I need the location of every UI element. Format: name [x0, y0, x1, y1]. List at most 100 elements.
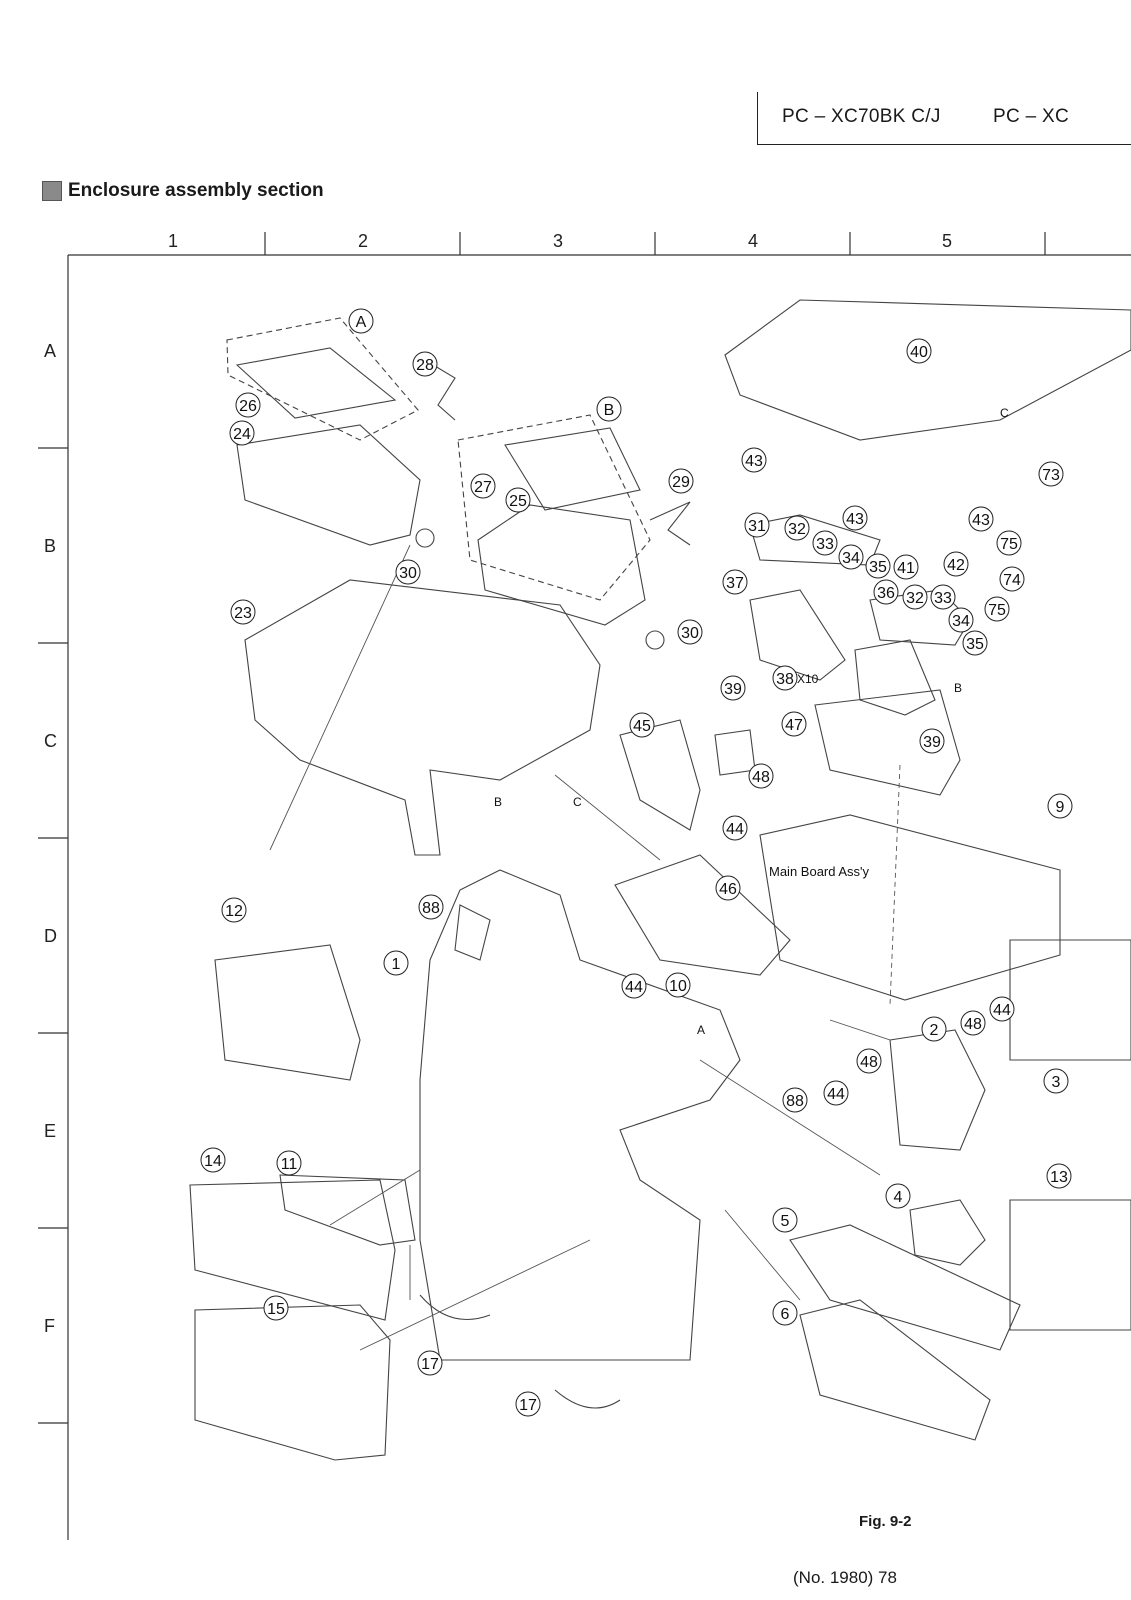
callout-32a: 32	[784, 515, 810, 541]
callout-33b: 33	[930, 584, 956, 610]
quantity-x10: X10	[797, 672, 819, 686]
bracket-47	[814, 689, 961, 796]
callout-1-text: 1	[392, 956, 401, 973]
clip-17b	[554, 1389, 621, 1409]
cassette-door-a	[236, 424, 421, 546]
callout-17b-text: 17	[519, 1397, 537, 1414]
callout-32b-text: 32	[906, 590, 924, 607]
grid-col-2: 2	[358, 231, 368, 251]
callout-6: 6	[772, 1300, 798, 1326]
front-panel-1	[419, 869, 741, 1361]
switch-holder-2	[889, 1029, 986, 1151]
callout-47: 47	[781, 711, 807, 737]
callout-14: 14	[200, 1147, 226, 1173]
callout-26-text: 26	[239, 398, 257, 415]
callout-29-text: 29	[672, 474, 690, 491]
grid-row-b: B	[44, 536, 56, 556]
callout-47-text: 47	[785, 717, 803, 734]
callout-31: 31	[744, 512, 770, 538]
callout-32b: 32	[902, 584, 928, 610]
grid-row-e: E	[44, 1121, 56, 1141]
callout-44c-text: 44	[993, 1002, 1011, 1019]
board-46	[614, 854, 791, 976]
page-number: (No. 1980) 78	[793, 1568, 897, 1587]
mechanism-40	[724, 299, 1131, 441]
callout-37-text: 37	[726, 575, 744, 592]
callout-43c-text: 43	[972, 512, 990, 529]
callout-35b: 35	[962, 630, 988, 656]
display-window-12	[214, 944, 361, 1081]
model-number: PC – XC70BK C/J	[782, 106, 941, 127]
callout-45-text: 45	[633, 718, 651, 735]
callout-11-text: 11	[281, 1156, 298, 1173]
ref-a: A	[697, 1023, 705, 1037]
callout-35a: 35	[865, 553, 891, 579]
callout-74: 74	[999, 566, 1025, 592]
callout-30a: 30	[395, 559, 421, 585]
callout-48a: 48	[748, 763, 774, 789]
front-panel-top-arm	[454, 904, 491, 961]
callout-42: 42	[943, 551, 969, 577]
callout-2-text: 2	[930, 1022, 939, 1039]
model-number-secondary: PC – XC	[993, 106, 1070, 127]
button-4	[909, 1199, 986, 1266]
callout-34a: 34	[838, 544, 864, 570]
callout-44a-text: 44	[726, 821, 744, 838]
grid-row-c: C	[44, 731, 57, 751]
callout-48b: 48	[960, 1010, 986, 1036]
callout-34a-text: 34	[842, 550, 860, 567]
callout-43c: 43	[968, 506, 994, 532]
board-3	[1009, 939, 1131, 1061]
grid-col-1: 1	[168, 231, 178, 251]
callout-28: 28	[412, 351, 438, 377]
callout-24-text: 24	[233, 426, 251, 443]
trim-15	[194, 1304, 391, 1461]
callout-40-text: 40	[910, 344, 928, 361]
callout-36-text: 36	[877, 585, 895, 602]
callout-17a-text: 17	[421, 1356, 439, 1373]
callout-73: 73	[1038, 461, 1064, 487]
callout-39a-text: 39	[724, 681, 742, 698]
spring-29	[649, 501, 691, 546]
callout-30b: 30	[677, 619, 703, 645]
leader-lines	[269, 544, 901, 1351]
callout-43b: 43	[842, 505, 868, 531]
callout-88a-text: 88	[422, 900, 440, 917]
callout-circles: A B 28 26 24 27 25 29 30 30 23 40 43 43 …	[200, 308, 1073, 1417]
grid-row-d: D	[44, 926, 57, 946]
callout-5: 5	[772, 1207, 798, 1233]
callout-26: 26	[235, 392, 261, 418]
callout-25: 25	[505, 487, 531, 513]
callout-30b-text: 30	[681, 625, 699, 642]
board-13	[1009, 1199, 1131, 1331]
callout-48c-text: 48	[860, 1054, 878, 1071]
grid-col-3: 3	[553, 231, 563, 251]
callout-9-text: 9	[1056, 799, 1065, 816]
callout-33a-text: 33	[816, 536, 834, 553]
callout-41-text: 41	[897, 560, 915, 577]
callout-38: 38	[772, 665, 798, 691]
callout-A: A	[348, 308, 374, 334]
callout-35b-text: 35	[966, 636, 984, 653]
callout-10: 10	[665, 972, 691, 998]
callout-12: 12	[221, 897, 247, 923]
ref-c-top: C	[1000, 406, 1009, 420]
bracket-6	[799, 1299, 991, 1441]
callout-46-text: 46	[719, 881, 737, 898]
callout-45: 45	[629, 712, 655, 738]
knob-30b	[645, 630, 665, 650]
part-small-45b	[714, 729, 756, 776]
callout-37: 37	[722, 569, 748, 595]
callout-43a: 43	[741, 447, 767, 473]
callout-6-text: 6	[781, 1306, 790, 1323]
callout-34b-text: 34	[952, 613, 970, 630]
section-title-text: Enclosure assembly section	[68, 180, 324, 201]
grid-row-f: F	[44, 1316, 55, 1336]
cassette-holder-23	[244, 579, 601, 856]
callout-48b-text: 48	[964, 1016, 982, 1033]
callout-13-text: 13	[1050, 1169, 1068, 1186]
callout-28-text: 28	[416, 357, 434, 374]
callout-2: 2	[921, 1016, 947, 1042]
callout-23: 23	[230, 599, 256, 625]
